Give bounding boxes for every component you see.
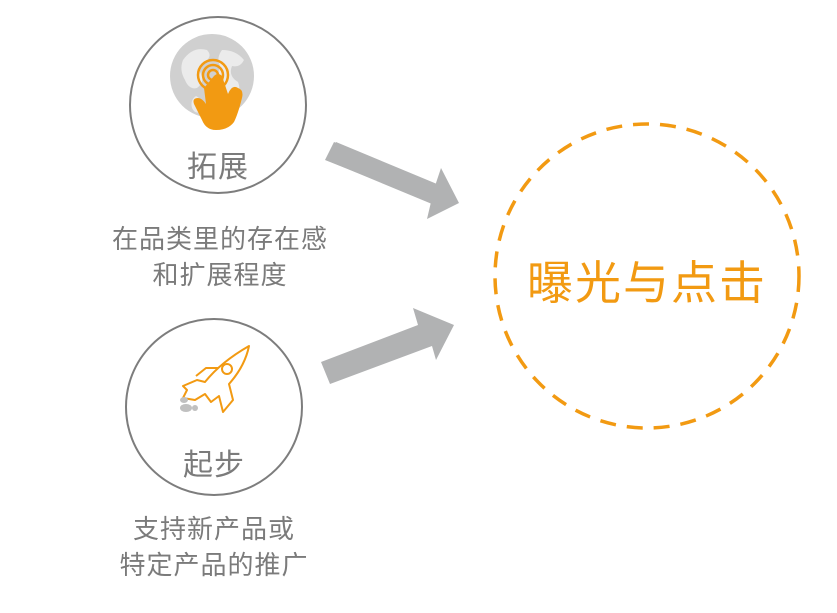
start-description: 支持新产品或 特定产品的推广 [64,512,364,584]
expand-node-label: 拓展 [187,150,249,185]
target-label: 曝光与点击 [527,256,767,310]
target-dashed-circle [493,122,801,430]
globe-touch-icon [170,34,254,130]
start-node-circle [125,318,303,496]
start-node-label: 起步 [183,448,245,483]
expand-description-line-2: 和扩展程度 [152,261,288,291]
arrow-expand-to-target [325,142,459,219]
expand-description-line-1: 在品类里的存在感 [111,225,328,255]
expand-node-circle [129,16,307,194]
rocket-icon [180,345,250,413]
start-description-line-1: 支持新产品或 [132,515,295,545]
arrow-start-to-target [321,308,454,384]
expand-description: 在品类里的存在感 和扩展程度 [70,222,370,294]
start-description-line-2: 特定产品的推广 [119,551,309,581]
